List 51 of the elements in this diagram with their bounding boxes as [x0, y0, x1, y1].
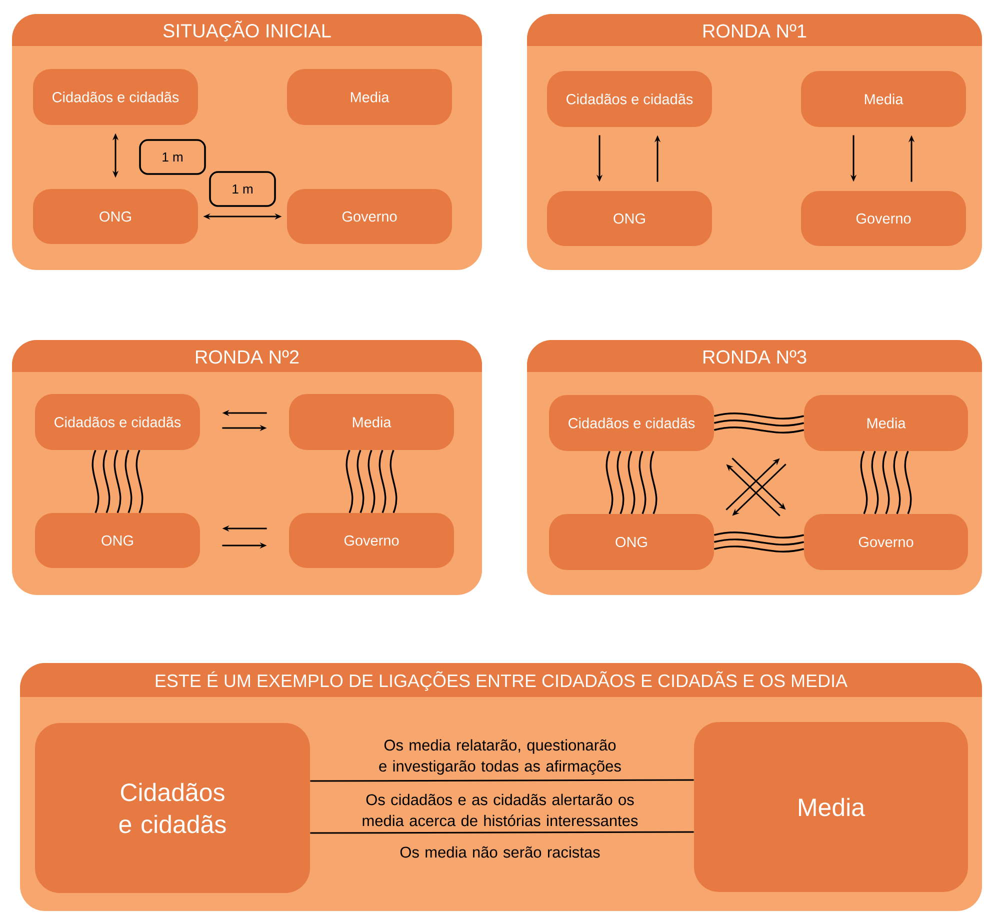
wavy-line [650, 450, 658, 514]
rounded-box: ONG [33, 189, 198, 244]
wavy-line [714, 546, 804, 552]
label-box: 1 m [209, 171, 276, 207]
wavy-line [714, 532, 804, 538]
wavy-line [714, 420, 804, 426]
wavy-line [368, 450, 376, 514]
rounded-box: Media [287, 69, 452, 125]
wavy-line [616, 450, 624, 514]
wavy-line [356, 450, 364, 514]
rounded-box: Cidadãos e cidadãs [549, 395, 714, 451]
rounded-box: Governo [289, 513, 454, 568]
statement-text: Os cidadãos e as cidadãs alertarão os media acerca de histórias interessantes [362, 794, 638, 826]
wavy-line [102, 450, 110, 514]
wavy-line [346, 450, 354, 514]
connector-line [310, 779, 694, 782]
wavy-line [628, 450, 636, 514]
connector-line [310, 831, 694, 834]
rounded-box: ONG [35, 513, 200, 568]
rounded-box: Cidadãos e cidadãs [547, 71, 712, 127]
label-box: 1 m [139, 139, 206, 175]
statement-text: Os media não serão racistas [400, 846, 600, 858]
wavy-line [904, 450, 912, 514]
wavy-line [714, 538, 804, 546]
rounded-box: Cidadãos e cidadãs [33, 69, 198, 125]
wavy-line [871, 450, 879, 514]
wavy-line [860, 450, 868, 514]
wavy-line [124, 450, 132, 514]
wavy-line [390, 450, 398, 514]
rounded-box: ONG [549, 514, 714, 570]
wavy-line [714, 412, 804, 420]
rounded-box: Media [801, 71, 966, 127]
wavy-line [92, 450, 100, 514]
rounded-box: Media [289, 394, 454, 450]
rounded-box: Cidadãos e cidadãs [35, 723, 310, 893]
wavy-line [378, 450, 386, 514]
rounded-box: Cidadãos e cidadãs [35, 394, 200, 450]
rounded-box: Governo [287, 189, 452, 244]
rounded-box: Media [694, 722, 968, 892]
rounded-box: Media [804, 395, 968, 451]
rounded-box: Governo [801, 191, 966, 246]
wavy-line [714, 426, 804, 434]
rounded-box: Governo [804, 514, 968, 570]
statement-text: Os media relatarão, questionarão e investigarão todas as afirmações [379, 739, 621, 775]
wavy-line [882, 450, 890, 514]
wavy-line [893, 450, 901, 514]
wavy-line [606, 450, 614, 514]
wavy-line [136, 450, 144, 514]
wavy-line [638, 450, 646, 514]
rounded-box: ONG [547, 191, 712, 246]
wavy-line [114, 450, 122, 514]
